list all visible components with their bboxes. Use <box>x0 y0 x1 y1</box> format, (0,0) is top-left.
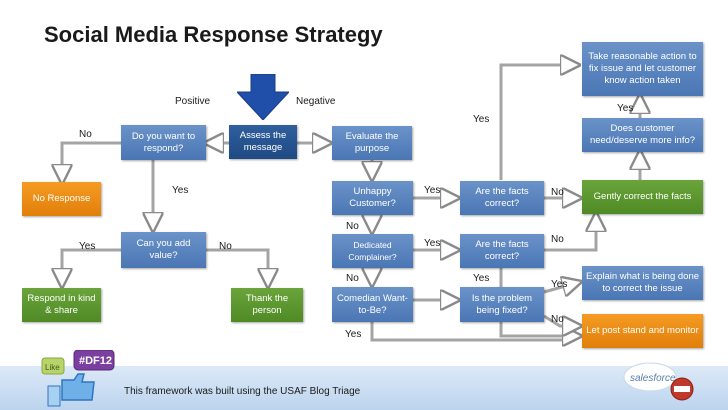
label-yes: Yes <box>473 273 490 284</box>
page-title: Social Media Response Strategy <box>44 22 383 47</box>
label-yes: Yes <box>617 103 634 114</box>
line-want-noresponse <box>62 141 121 182</box>
svg-text:Like: Like <box>45 363 60 372</box>
node-can-add-value: Can you add value? <box>121 232 206 268</box>
label-no: No <box>551 234 564 245</box>
label-no: No <box>79 129 92 140</box>
label-negative: Negative <box>296 96 336 107</box>
df12-like-logo: Like #DF12 <box>41 350 115 407</box>
node-evaluate-purpose: Evaluate the purpose <box>332 126 412 160</box>
node-assess-message: Assess the message <box>229 125 297 159</box>
svg-text:salesforce: salesforce <box>630 373 676 384</box>
footer-bar <box>0 366 728 410</box>
line-facts1-action <box>499 65 578 180</box>
node-respond-in-kind: Respond in kind & share <box>22 288 101 322</box>
node-let-stand: Let post stand and monitor <box>582 314 703 348</box>
node-gently-correct: Gently correct the facts <box>582 180 703 214</box>
label-yes: Yes <box>345 329 362 340</box>
line-canadd-thank <box>206 248 268 286</box>
node-explain: Explain what is being done to correct th… <box>582 266 703 300</box>
node-dedicated-complainer: Dedicated Complainer? <box>332 234 413 268</box>
label-yes: Yes <box>424 185 441 196</box>
label-no: No <box>346 273 359 284</box>
label-yes: Yes <box>424 238 441 249</box>
line-canadd-respond <box>62 248 121 286</box>
label-yes: Yes <box>551 279 568 290</box>
node-facts-correct-2: Are the facts correct? <box>460 234 544 268</box>
line-facts2-gently <box>544 214 596 252</box>
node-facts-correct-1: Are the facts correct? <box>460 181 544 215</box>
label-no: No <box>551 187 564 198</box>
node-want-respond: Do you want to respond? <box>121 125 206 160</box>
label-no: No <box>551 314 564 325</box>
node-take-action: Take reasonable action to fix issue and … <box>582 42 703 96</box>
line-problem-explain <box>543 282 580 292</box>
line-problem-letstand <box>543 314 580 326</box>
down-arrow-icon <box>237 74 289 120</box>
node-unhappy-customer: Unhappy Customer? <box>332 181 413 215</box>
svg-text:#DF12: #DF12 <box>79 355 112 367</box>
label-yes: Yes <box>79 241 96 252</box>
label-yes: Yes <box>172 185 189 196</box>
label-yes: Yes <box>473 114 490 125</box>
node-thank-person: Thank the person <box>231 288 303 322</box>
node-deserve-info: Does customer need/deserve more info? <box>582 118 703 152</box>
node-no-response: No Response <box>22 182 101 216</box>
node-comedian: Comedian Want-to-Be? <box>332 287 413 322</box>
label-positive: Positive <box>175 96 211 107</box>
salesforce-logo: salesforce <box>623 362 694 401</box>
label-no: No <box>219 241 232 252</box>
node-problem-fixed: Is the problem being fixed? <box>460 287 544 322</box>
footer-text: This framework was built using the USAF … <box>124 386 361 397</box>
label-no: No <box>346 221 359 232</box>
